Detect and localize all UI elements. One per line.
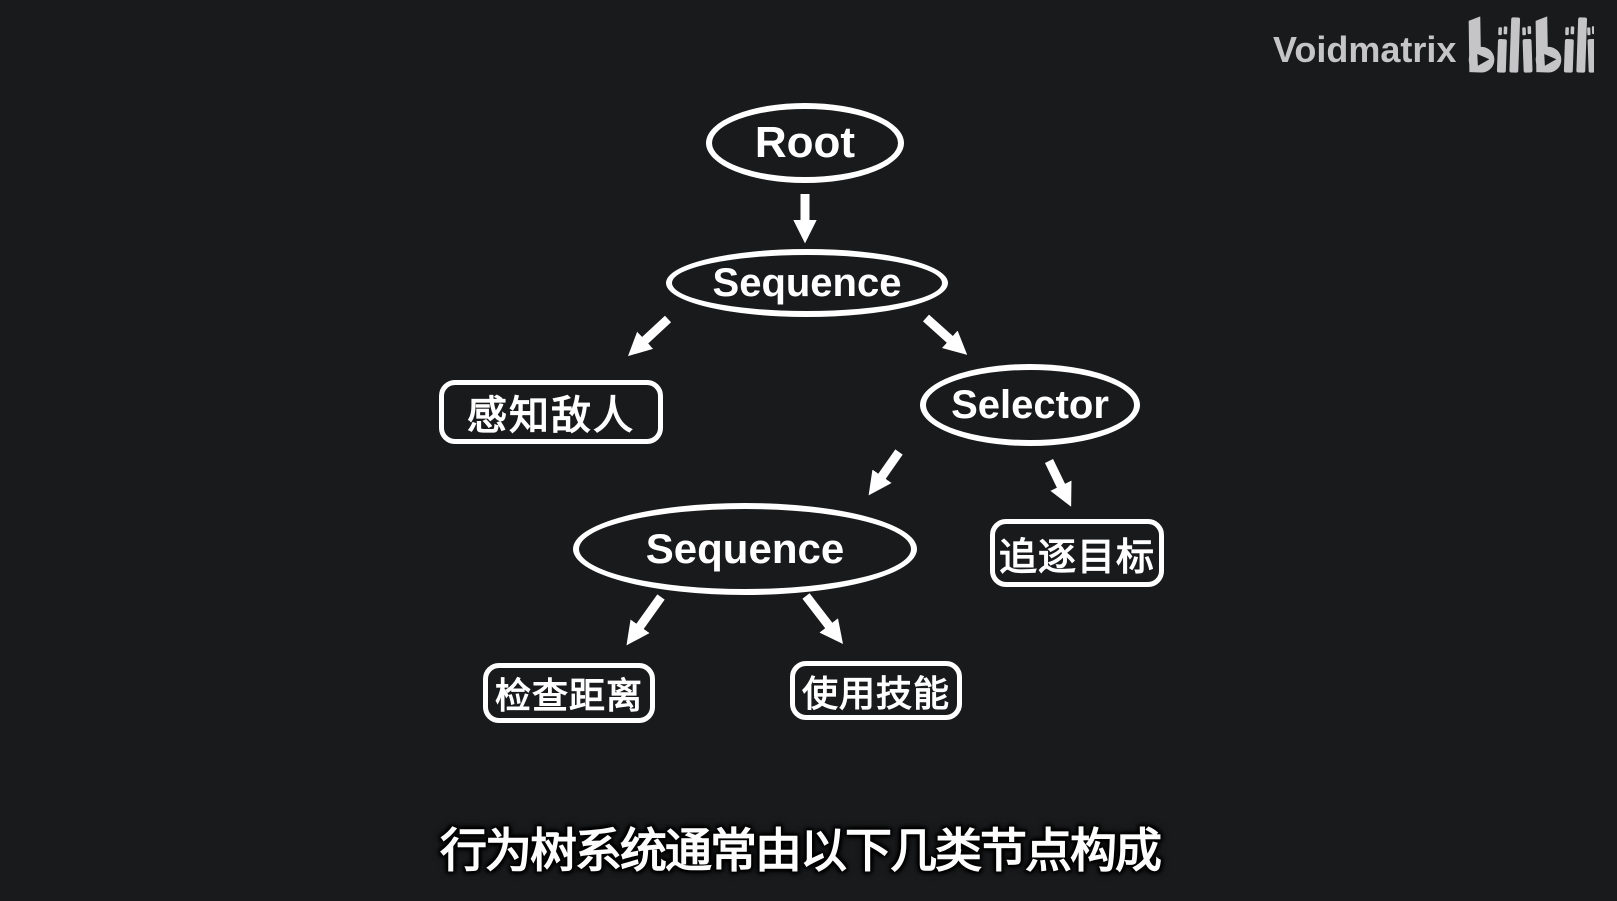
edge-selector-sequence2 <box>868 449 903 496</box>
node-sequence-1-label: Sequence <box>712 260 902 305</box>
edge-selector-chase <box>1044 459 1072 507</box>
node-root: Root <box>706 103 904 183</box>
node-use-skill: 使用技能 <box>790 661 962 720</box>
node-chase-target: 追逐目标 <box>990 519 1164 587</box>
edge-sequence2-check <box>626 594 665 646</box>
node-perceive-enemy: 感知敌人 <box>439 380 663 444</box>
node-sequence-1: Sequence <box>666 249 948 317</box>
edge-sequence1-selector <box>922 314 968 355</box>
node-sequence-2-label: Sequence <box>645 525 845 572</box>
edge-sequence2-skill <box>802 593 844 644</box>
node-use-skill-label: 使用技能 <box>801 672 950 714</box>
node-selector-label: Selector <box>951 382 1109 427</box>
node-root-label: Root <box>754 118 856 167</box>
node-check-distance-label: 检查距离 <box>494 675 643 716</box>
edge-sequence1-perceive <box>627 315 672 357</box>
subtitle-caption: 行为树系统通常由以下几类节点构成 <box>440 824 1162 879</box>
node-chase-target-label: 追逐目标 <box>998 536 1155 579</box>
node-sequence-2: Sequence <box>573 503 917 595</box>
bilibili-logo-icon <box>1468 16 1594 73</box>
node-selector: Selector <box>920 364 1140 446</box>
node-check-distance: 检查距离 <box>483 663 655 723</box>
watermark-author: Voidmatrix <box>1273 29 1457 70</box>
node-perceive-enemy-label: 感知敌人 <box>467 394 635 438</box>
